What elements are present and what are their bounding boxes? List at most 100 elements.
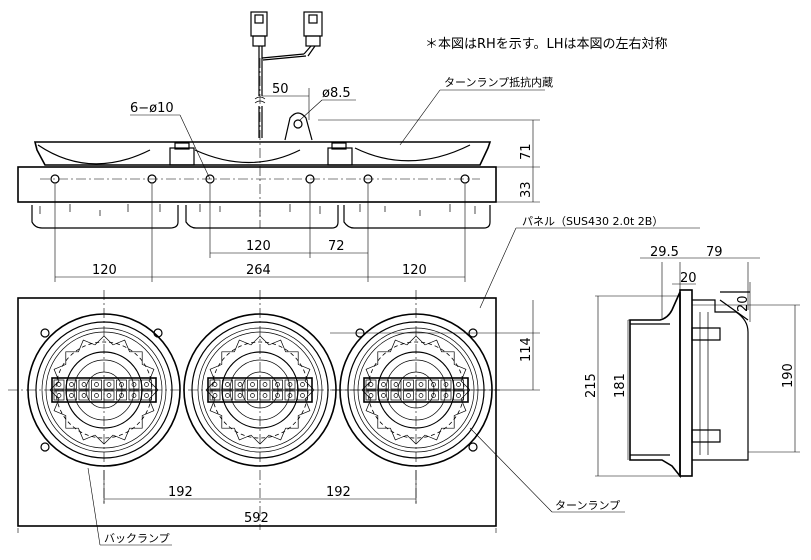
led-dot	[212, 393, 218, 398]
led-cell	[390, 379, 402, 390]
led-dot	[212, 382, 218, 387]
led-cell	[247, 379, 258, 390]
dim-114: 114	[519, 337, 534, 362]
led-cell	[415, 390, 427, 401]
led-dot	[443, 393, 449, 398]
front-view: 114 192 192 592 パネル（SUS430 2.0t 2B） ターンラ…	[8, 215, 700, 546]
led-cell	[66, 379, 77, 390]
reflector-gear	[205, 335, 315, 445]
led-cell	[209, 379, 221, 390]
led-cell	[259, 379, 271, 390]
led-dot	[300, 382, 305, 387]
led-dot	[406, 393, 411, 398]
led-cell	[428, 379, 439, 390]
led-dot	[275, 393, 280, 398]
dim-79: 79	[706, 245, 723, 260]
dim-120-right: 120	[402, 263, 427, 278]
label-6-holes: 6−ø10	[130, 101, 174, 116]
led-dot	[131, 382, 137, 387]
led-dot	[456, 382, 461, 387]
led-cell	[440, 379, 452, 390]
led-dot	[81, 382, 87, 387]
led-dot	[456, 393, 461, 398]
dim-33: 33	[519, 181, 534, 198]
led-dot	[144, 393, 149, 398]
led-cell	[440, 390, 452, 401]
led-dot	[368, 393, 374, 398]
led-cell	[209, 390, 221, 401]
led-cell	[116, 379, 127, 390]
connector-left	[250, 11, 268, 58]
led-dot	[119, 382, 124, 387]
led-cell	[247, 390, 258, 401]
led-dot	[381, 393, 386, 398]
drawing-note: ＊本図はRHを示す。LHは本図の左右対称	[425, 37, 668, 52]
led-dot	[275, 382, 280, 387]
reflector-gear	[49, 335, 159, 445]
led-dot	[262, 393, 268, 398]
dim-120-left: 120	[92, 263, 117, 278]
led-dot	[443, 382, 449, 387]
led-cell	[128, 390, 140, 401]
dim-50: 50	[272, 82, 289, 97]
led-cell	[272, 379, 283, 390]
label-panel: パネル（SUS430 2.0t 2B）	[522, 215, 663, 228]
dim-hole-8-5: ø8.5	[322, 86, 351, 101]
led-cell	[66, 390, 77, 401]
connector-right	[303, 11, 323, 57]
top-view: 50 ø8.5	[17, 11, 553, 282]
led-dot	[69, 393, 74, 398]
led-cells	[53, 379, 464, 401]
led-cell	[259, 390, 271, 401]
led-dot	[393, 382, 399, 387]
led-dot	[225, 393, 230, 398]
led-dot	[94, 393, 99, 398]
led-dot	[225, 382, 230, 387]
dim-264: 264	[246, 263, 271, 278]
led-cell	[284, 379, 296, 390]
led-cell	[272, 390, 283, 401]
dim-72: 72	[328, 239, 345, 254]
led-dot	[368, 382, 374, 387]
dim-192-right: 192	[326, 485, 351, 500]
led-dot	[106, 382, 112, 387]
label-back-lamp: バックランプ	[104, 532, 170, 545]
led-cell	[103, 379, 115, 390]
led-dot	[250, 393, 255, 398]
led-dot	[237, 382, 243, 387]
dim-20-top: 20	[680, 271, 697, 286]
led-dot	[81, 393, 87, 398]
led-cell	[53, 390, 65, 401]
led-dot	[431, 393, 436, 398]
led-cell	[91, 379, 102, 390]
dim-215: 215	[584, 373, 599, 398]
led-dot	[418, 382, 424, 387]
dim-592: 592	[244, 511, 269, 526]
dim-181: 181	[613, 373, 628, 398]
led-cell	[415, 379, 427, 390]
led-dot	[94, 382, 99, 387]
led-cell	[365, 390, 377, 401]
led-cell	[403, 379, 414, 390]
lamp-back	[27, 290, 181, 504]
led-dot	[131, 393, 137, 398]
led-cell	[453, 390, 464, 401]
led-cell	[53, 379, 65, 390]
led-cell	[103, 390, 115, 401]
led-cell	[78, 379, 90, 390]
led-dot	[144, 382, 149, 387]
led-dot	[287, 382, 293, 387]
led-cell	[141, 390, 152, 401]
led-cell	[453, 379, 464, 390]
led-dot	[393, 393, 399, 398]
led-cell	[378, 390, 389, 401]
side-view: 29.5 79 20 20 215 181 190	[584, 245, 800, 479]
led-cell	[234, 390, 246, 401]
led-cell	[141, 379, 152, 390]
led-cell	[116, 390, 127, 401]
led-dot	[56, 393, 62, 398]
dim-120-mid: 120	[246, 239, 271, 254]
dim-192-left: 192	[168, 485, 193, 500]
led-cell	[297, 379, 308, 390]
